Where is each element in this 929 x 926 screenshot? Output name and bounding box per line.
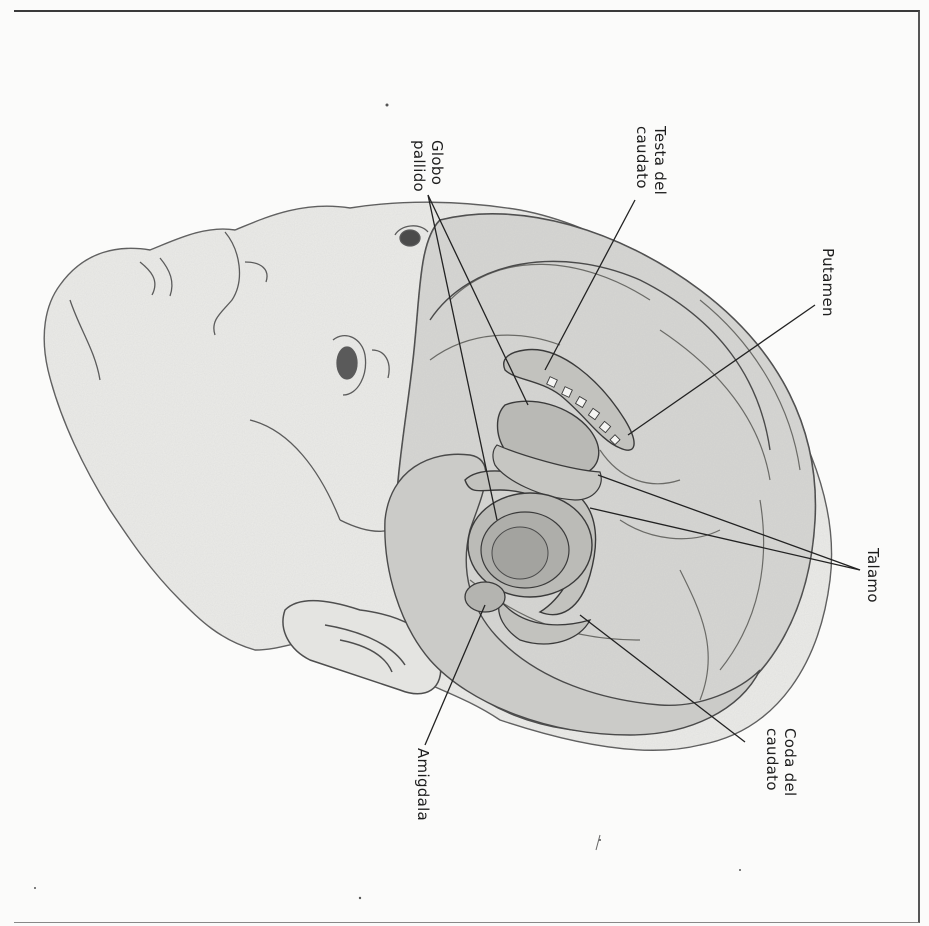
label-coda-del-caudato-line1: Coda del (781, 728, 799, 796)
label-amigdala: Amigdala (414, 748, 432, 821)
label-globo-pallido-line1: Globo (428, 140, 446, 185)
label-coda-del-caudato-line2: caudato (763, 728, 781, 791)
label-testa-del-caudato-line1: Testa del (651, 125, 669, 195)
amygdala (465, 582, 505, 612)
label-globo-pallido-line2: pallido (410, 140, 428, 192)
label-testa-del-caudato-line2: caudato (633, 126, 651, 189)
label-talamo: Talamo (864, 547, 882, 603)
label-putamen: Putamen (819, 248, 837, 317)
